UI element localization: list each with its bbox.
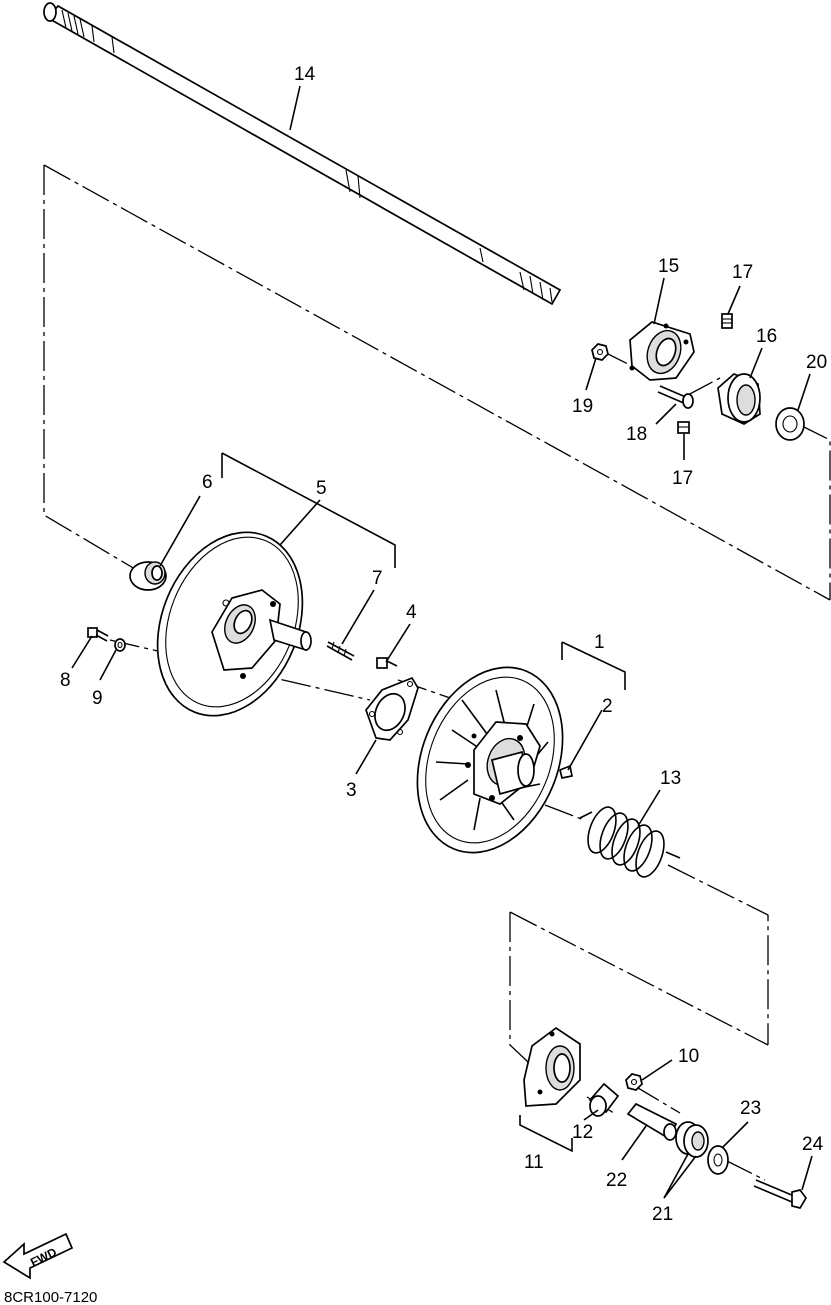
bearing-part-16 [717,373,761,425]
washer-part-20 [775,407,805,441]
callout-23: 23 [740,1098,761,1119]
fixed-sheave-part-5 [156,531,312,717]
callout-11: 11 [524,1152,544,1173]
callout-1: 1 [594,632,605,653]
gasket-part-3 [365,676,419,741]
bolt-part-18 [657,385,694,409]
callout-10: 10 [678,1046,699,1067]
secondary-shaft [43,2,562,306]
bolt-part-24 [753,1179,808,1209]
set-screw-part-17-lower [677,421,690,434]
callout-17-upper: 17 [732,262,753,283]
bushing-part-12 [588,1082,620,1117]
washer-part-9 [114,638,126,652]
collar-part-22 [626,1102,678,1141]
callout-3: 3 [346,780,357,801]
nut-part-10 [625,1073,643,1091]
callout-12: 12 [572,1122,593,1143]
callout-24: 24 [802,1134,824,1155]
bracket-lines [221,452,626,1153]
callout-9: 9 [92,688,103,709]
spring-part-13 [579,806,681,878]
bolt-part-8 [87,627,109,642]
callout-19: 19 [572,396,593,417]
callout-8: 8 [60,670,71,691]
bolt-part-7 [326,641,355,661]
callout-7: 7 [372,568,383,589]
callout-14: 14 [294,64,316,85]
callout-16: 16 [756,326,777,347]
slider-part-2 [558,764,574,779]
nut-part-19 [591,343,609,361]
drawing-code: 8CR100-7120 [4,1289,97,1305]
callout-17-lower: 17 [672,468,693,489]
movable-sheave-part-1 [416,666,564,854]
bearing-part-21 [675,1121,709,1158]
callout-2: 2 [602,696,613,717]
forward-direction-arrow: FWD [2,1232,74,1280]
callout-5: 5 [316,478,327,499]
callout-15: 15 [658,256,679,277]
callout-22: 22 [606,1170,627,1191]
leader-lines [71,85,813,1199]
callout-18: 18 [626,424,647,445]
collar-part-6 [129,561,167,591]
cam-part-11 [523,1026,581,1107]
callout-6: 6 [202,472,213,493]
bearing-housing-part-15 [629,321,695,381]
callout-labels: 14 15 17 16 20 19 18 17 6 5 7 4 1 8 9 2 … [60,64,827,1225]
callout-20: 20 [806,352,827,373]
set-screw-part-17-upper [721,313,733,329]
washer-part-23 [707,1145,729,1175]
callout-13: 13 [660,768,681,789]
bolt-part-4 [376,657,398,669]
callout-21: 21 [652,1204,673,1225]
callout-4: 4 [406,602,417,623]
